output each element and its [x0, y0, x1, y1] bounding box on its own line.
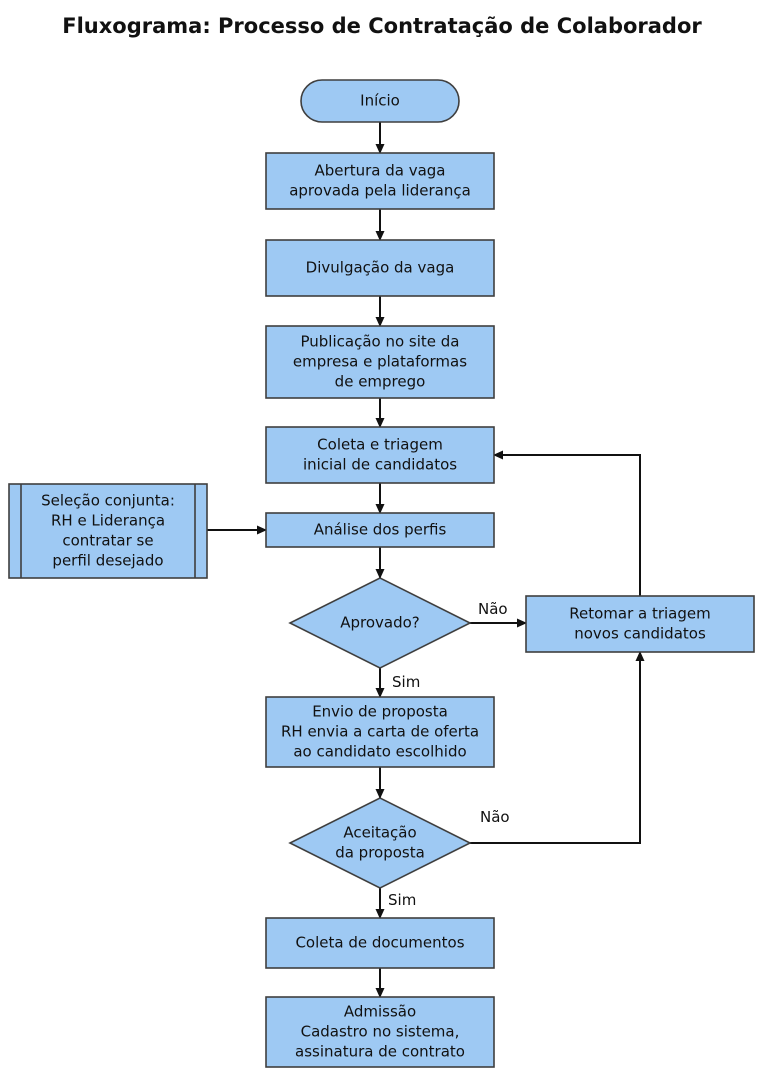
node-shape-divulgacao [265, 239, 495, 297]
node-label-coleta-docs-line-1: Coleta de documentos [295, 934, 464, 952]
node-label-publicacao-line-3: de emprego [335, 373, 426, 391]
node-coleta-docs: Coleta de documentos [265, 917, 495, 969]
node-shape-envio [265, 696, 495, 768]
node-shape-aceitacao [288, 797, 472, 889]
node-shape-abertura [265, 152, 495, 210]
node-label-publicacao-line-2: empresa e plataformas [293, 353, 467, 371]
node-coleta-triagem: Coleta e triagem inicial de candidatos [265, 426, 495, 484]
edge-retomar-to-coleta_triagem [493, 450, 641, 596]
node-selecao: Seleção conjunta: RH e Liderança contratar… [8, 483, 208, 579]
node-divulgacao: Divulgação da vaga [265, 239, 495, 297]
node-shape-selecao [8, 483, 208, 579]
node-publicacao: Publicação no site da empresa e plataform… [265, 325, 495, 399]
node-label-admissao-line-2: Cadastro no sistema, [301, 1023, 460, 1041]
node-label-aceitacao-line-1: Aceitação [343, 824, 416, 842]
diagram-title: Fluxograma: Processo de Contratação de C… [62, 14, 702, 38]
node-label-envio-line-1: Envio de proposta [312, 703, 448, 721]
edge-label-aceitacao-to-coleta_docs: Sim [388, 891, 416, 909]
node-shape-admissao [265, 996, 495, 1068]
node-label-analise-line-1: Análise dos perfis [314, 521, 447, 539]
edge-label-aprovado-to-retomar: Não [478, 600, 508, 618]
node-inicio: Início [300, 79, 460, 123]
node-label-envio-line-3: ao candidato escolhido [293, 743, 466, 761]
edge-aceitacao-to-retomar [470, 651, 645, 844]
node-shape-retomar [525, 595, 755, 653]
node-shape-coleta-docs [265, 917, 495, 969]
node-label-admissao-line-1: Admissão [344, 1003, 416, 1021]
node-abertura: Abertura da vaga aprovada pela liderança [265, 152, 495, 210]
node-label-coleta-triagem-line-1: Coleta e triagem [317, 436, 443, 454]
edge-label-aprovado-to-envio: Sim [392, 673, 420, 691]
node-label-selecao-line-2: RH e Liderança [51, 512, 165, 530]
node-label-admissao-line-3: assinatura de contrato [295, 1043, 465, 1061]
node-shape-publicacao [265, 325, 495, 399]
node-label-abertura-line-1: Abertura da vaga [315, 162, 446, 180]
node-shape-aprovado [288, 577, 472, 669]
node-label-selecao-line-1: Seleção conjunta: [41, 492, 175, 510]
node-aceitacao: Aceitação da proposta [288, 797, 472, 889]
edge-label-aceitacao-to-retomar: Não [480, 808, 510, 826]
node-analise: Análise dos perfis [265, 512, 495, 548]
node-retomar: Retomar a triagem novos candidatos [525, 595, 755, 653]
node-label-selecao-line-4: perfil desejado [52, 552, 163, 570]
node-label-retomar-line-2: novos candidatos [574, 625, 706, 643]
node-label-aprovado-line-1: Aprovado? [340, 614, 420, 632]
node-label-divulgacao-line-1: Divulgação da vaga [306, 259, 455, 277]
node-label-abertura-line-2: aprovada pela liderança [289, 182, 471, 200]
node-label-retomar-line-1: Retomar a triagem [569, 605, 711, 623]
node-shape-coleta-triagem [265, 426, 495, 484]
node-label-inicio-line-1: Início [360, 92, 400, 110]
node-label-selecao-line-3: contratar se [62, 532, 153, 550]
node-shape-inicio [300, 79, 460, 123]
node-envio: Envio de proposta RH envia a carta de ofe… [265, 696, 495, 768]
node-shape-analise [265, 512, 495, 548]
node-label-publicacao-line-1: Publicação no site da [301, 333, 460, 351]
node-label-envio-line-2: RH envia a carta de oferta [281, 723, 479, 741]
node-label-aceitacao-line-2: da proposta [335, 844, 425, 862]
node-label-coleta-triagem-line-2: inicial de candidatos [303, 456, 457, 474]
node-aprovado: Aprovado? [288, 577, 472, 669]
